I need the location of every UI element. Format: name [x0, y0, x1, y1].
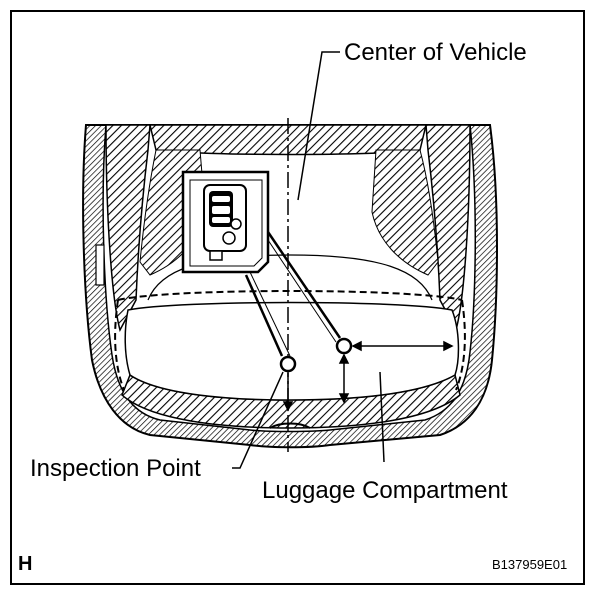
center-of-vehicle-leader: [297, 51, 340, 201]
inspection-point-marker-2: [335, 337, 353, 355]
luggage-compartment-label: Luggage Compartment: [262, 477, 508, 504]
figure-id: B137959E01: [492, 557, 568, 572]
corner-letter: H: [18, 553, 33, 575]
inspection-point-marker-1: [279, 355, 297, 373]
luggage-compartment-leader: [379, 371, 385, 463]
inspection-point-label: Inspection Point: [30, 455, 201, 482]
dimension-arrows: [282, 340, 454, 412]
inspection-point-leader: [232, 371, 284, 469]
car-body: [82, 124, 498, 449]
smart-key-fob-icon: [203, 184, 247, 261]
center-of-vehicle-label: Center of Vehicle: [344, 39, 527, 66]
